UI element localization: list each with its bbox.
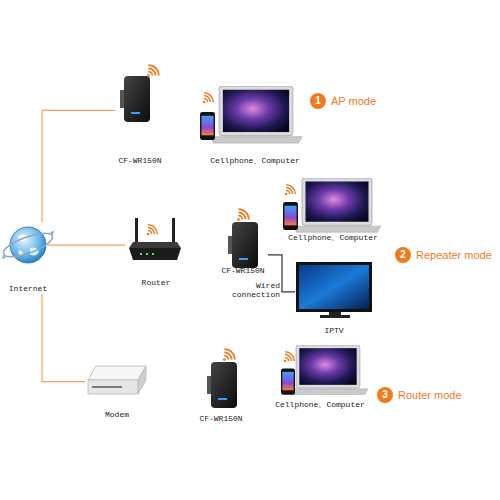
tv-base <box>320 315 350 318</box>
device-label: Internet <box>9 284 47 294</box>
device-label: Cellphone、Computer <box>288 233 378 243</box>
modem-side <box>138 366 146 394</box>
callout-number: 1 <box>310 93 326 109</box>
iptv-node: IPTV <box>295 260 373 336</box>
laptop <box>288 345 368 394</box>
router-front <box>129 248 181 260</box>
client-node: Cellphone、Computer <box>278 172 388 243</box>
tv-screen <box>296 262 372 318</box>
cellphone <box>200 112 215 140</box>
router-led <box>152 253 154 255</box>
device-label: Modem <box>105 410 129 420</box>
device-label: Cellphone、Computer <box>275 400 365 410</box>
repeater-node: CF-WR150N <box>115 70 165 166</box>
callout-number: 2 <box>395 247 411 263</box>
internet-link <box>48 244 125 245</box>
internet-link <box>42 294 85 382</box>
cellphone <box>283 202 298 230</box>
laptop <box>210 86 302 143</box>
mode-name: Repeater mode <box>416 249 492 261</box>
internet-globe <box>1 227 55 263</box>
device-label: CF-WR150N <box>199 414 242 424</box>
modem-node: Modem <box>85 362 149 420</box>
modem-front <box>88 380 138 394</box>
device-label: IPTV <box>324 326 343 336</box>
router-led <box>140 253 142 255</box>
router-top <box>129 242 181 248</box>
wifi-icon <box>285 185 295 195</box>
orbit-arrow <box>2 231 54 259</box>
repeater-device <box>120 76 150 122</box>
internet-link <box>42 110 115 222</box>
cellphone <box>281 368 295 394</box>
wifi-icon <box>203 93 213 103</box>
wifi-icon <box>223 349 235 361</box>
client-node: Cellphone、Computer <box>270 338 370 410</box>
modem-leds <box>92 386 122 388</box>
router-led <box>146 253 148 255</box>
callout-number: 3 <box>377 387 393 403</box>
globe-orbit <box>1 229 55 262</box>
repeater-node: CF-WR150N <box>218 210 268 276</box>
repeater-device <box>207 362 237 408</box>
device-label: Cellphone、Computer <box>210 156 300 166</box>
mode-name: AP mode <box>331 95 376 107</box>
modem-top <box>88 366 146 380</box>
wifi-icon <box>237 209 249 221</box>
repeater-device <box>228 222 258 268</box>
device-label: Router <box>142 278 171 288</box>
laptop <box>293 178 381 232</box>
mode-name: Router mode <box>398 389 462 401</box>
device-label: CF-WR150N <box>118 156 161 166</box>
router-device <box>129 218 181 260</box>
device-label: CF-WR150N <box>221 266 264 276</box>
client-node: Cellphone、Computer <box>200 78 310 166</box>
router-antenna <box>172 218 175 244</box>
router-antenna <box>135 218 138 244</box>
router-node: Router <box>125 212 187 288</box>
globe <box>10 227 46 263</box>
tv-frame <box>296 262 372 312</box>
internet-node: Internet <box>8 222 48 294</box>
connection-label: Wired connection <box>228 281 280 299</box>
wifi-icon <box>147 65 159 77</box>
wifi-icon <box>284 352 294 362</box>
repeater-node: CF-WR150N <box>196 350 246 424</box>
modem-device <box>88 366 146 394</box>
tv-display <box>299 265 369 309</box>
wifi-icon <box>147 225 157 235</box>
